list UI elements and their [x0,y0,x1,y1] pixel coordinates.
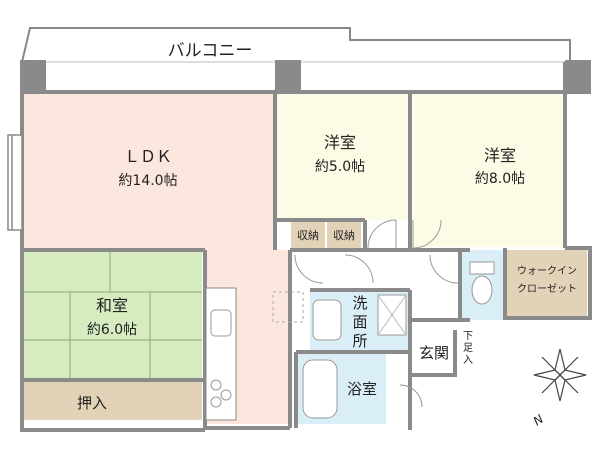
compass-label: N [531,412,546,429]
western-room-2-name: 洋室 [484,146,516,165]
japanese-room-size: 約6.0帖 [87,322,137,338]
shoe-box-char-2: 足 [463,342,473,354]
entrance-label: 玄関 [419,344,449,362]
bathtub [302,359,338,419]
japanese-room-name: 和室 [96,296,128,315]
western-room-1-floor [276,92,410,220]
washroom-char-2: 面 [352,313,367,331]
ldk-name: ＬＤＫ [124,147,172,166]
tatami-lines [24,252,202,380]
balcony-label: バルコニー [168,41,253,61]
closet-floor [24,382,202,420]
storage-1-floor [291,220,325,248]
japanese-room-floor [24,252,202,380]
washroom-char-3: 所 [352,332,367,350]
walk-in-closet-floor [507,250,587,318]
closet-label: 押入 [77,394,107,412]
balcony-area [21,27,571,63]
walk-in-closet-line1: ウォークイン [517,265,577,277]
storage-2-label: 収納 [333,229,355,242]
western-room-1-name: 洋室 [324,133,356,152]
walk-in-closet-line2: クローゼット [517,283,577,295]
western-room-2-floor [413,92,565,247]
ldk-size: 約14.0帖 [118,173,177,189]
washroom-char-1: 洗 [352,294,367,312]
kitchen-counter [205,287,304,421]
storage-2-floor [327,220,361,248]
washroom-fixtures [312,294,407,341]
storage-1-label: 収納 [297,229,319,242]
shoe-box-char-3: 入 [463,355,473,366]
window [7,134,23,231]
toilet [469,261,495,305]
bathroom-label: 浴室 [347,380,377,398]
western-room-2-size: 約8.0帖 [475,171,525,187]
door-swings [294,219,459,408]
western-room-1-size: 約5.0帖 [315,159,365,175]
columns [20,60,591,94]
compass-icon [533,348,587,402]
shoe-box-char-1: 下 [463,331,473,342]
